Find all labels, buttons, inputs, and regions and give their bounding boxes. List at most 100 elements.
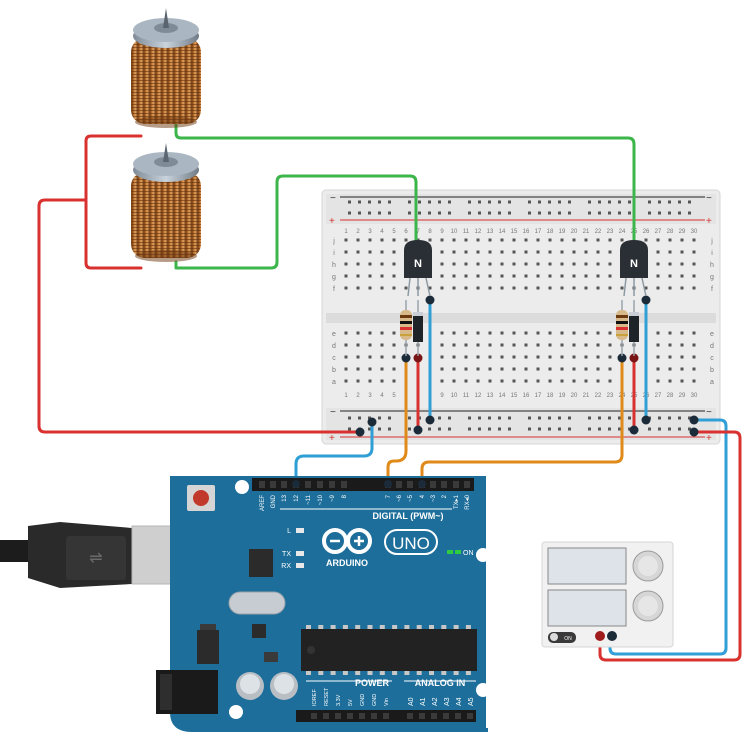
regulator <box>197 630 219 664</box>
digital-pin-label: ~10 <box>318 494 324 505</box>
power-pin-label: IOREF <box>312 689 318 706</box>
coil-top[interactable] <box>131 8 201 128</box>
digital-pin-label: 7 <box>386 494 392 498</box>
analog-label: ANALOG IN <box>415 678 466 688</box>
row-letter: j <box>332 238 335 245</box>
wire-endpoints <box>355 295 699 437</box>
col-number-bottom: 9 <box>440 393 444 399</box>
row-letter: c <box>332 355 336 362</box>
col-number-bottom: 2 <box>356 393 360 399</box>
row-letter: d <box>710 343 714 350</box>
digital-pin-label: ~9 <box>330 494 336 502</box>
col-number-top: 22 <box>595 229 602 235</box>
row-letter: h <box>710 262 714 269</box>
col-number-bottom: 17 <box>535 393 542 399</box>
psu-switch-label: ON <box>564 636 572 642</box>
bottom-power-rail <box>326 408 716 440</box>
col-number-bottom: 3 <box>368 393 372 399</box>
resistor-right[interactable] <box>616 300 628 356</box>
wire-green-coil2[interactable] <box>174 174 418 270</box>
top-rail-plus-label-left: + <box>329 216 335 227</box>
analog-pin-label: A4 <box>456 697 463 706</box>
transistor-right[interactable]: N <box>620 240 648 297</box>
col-number-bottom: 12 <box>475 393 482 399</box>
col-number-top: 16 <box>523 229 530 235</box>
row-letter: f <box>333 286 335 293</box>
col-number-bottom: 19 <box>559 393 566 399</box>
power-pin-label: 5V <box>348 699 354 706</box>
col-number-bottom: 27 <box>655 393 662 399</box>
col-number-top: 27 <box>655 229 662 235</box>
mounting-hole-3 <box>476 683 490 697</box>
psu-negative-terminal[interactable] <box>607 631 617 641</box>
row-letter: g <box>332 274 336 281</box>
psu-positive-terminal[interactable] <box>595 631 605 641</box>
power-pin-label: GND <box>360 694 366 706</box>
col-number-top: 20 <box>571 229 578 235</box>
col-number-top: 23 <box>607 229 614 235</box>
electrolytic-caps <box>236 672 298 700</box>
col-number-top: 28 <box>667 229 674 235</box>
digital-pin-label: GND <box>271 494 277 508</box>
small-chip <box>252 624 266 638</box>
wire-red-psu[interactable] <box>598 430 742 662</box>
wire-red-to-rail[interactable] <box>37 198 362 434</box>
col-number-top: 7 <box>416 229 420 235</box>
col-number-top: 13 <box>487 229 494 235</box>
mounting-hole-2 <box>476 548 490 562</box>
atmega-chip <box>301 629 477 671</box>
col-number-top: 17 <box>535 229 542 235</box>
digital-label: DIGITAL (PWM~) <box>373 511 444 521</box>
wires <box>37 118 742 662</box>
top-rail-minus-label-right: − <box>706 193 712 204</box>
col-number-top: 3 <box>368 229 372 235</box>
status-leds: L TX RX <box>281 528 304 570</box>
analog-pin-label: A1 <box>420 697 427 706</box>
resistor-left[interactable] <box>400 300 412 356</box>
diode-right[interactable] <box>629 300 639 356</box>
crystal-oscillator <box>228 591 286 615</box>
col-number-top: 15 <box>511 229 518 235</box>
uno-badge <box>384 529 438 555</box>
row-letter: d <box>332 343 336 350</box>
col-number-top: 24 <box>619 229 626 235</box>
coil-bottom[interactable] <box>131 143 201 262</box>
col-number-top: 11 <box>463 229 470 235</box>
wire-red-coil-common[interactable] <box>84 134 143 270</box>
psu-display-voltage <box>547 547 627 585</box>
wire-orange-pin4[interactable] <box>420 356 624 486</box>
power-pin-label: 3.3V <box>336 694 342 706</box>
col-number-top: 14 <box>499 229 506 235</box>
digital-pin-label: TX▸1 <box>454 494 460 509</box>
wire-orange-pin7[interactable] <box>386 356 408 486</box>
power-pin-label: GND <box>372 694 378 706</box>
col-number-bottom: 21 <box>583 393 590 399</box>
usb-icon: ⇌ <box>89 550 102 567</box>
row-letter: c <box>710 355 714 362</box>
breadboard-labels: 1122334455667788991010111112121313141415… <box>332 229 714 399</box>
wire-blue-gnd[interactable] <box>294 420 374 486</box>
col-number-bottom: 18 <box>547 393 554 399</box>
diode-left[interactable] <box>413 300 423 356</box>
row-letter: a <box>332 379 336 386</box>
digital-pin-label: ~6 <box>397 494 403 502</box>
power-supply[interactable]: ON <box>541 541 674 648</box>
transistor-left[interactable]: N <box>404 240 432 297</box>
digital-pin-label: RX◂0 <box>465 494 471 509</box>
col-number-top: 5 <box>392 229 396 235</box>
col-number-top: 29 <box>679 229 686 235</box>
row-letter: b <box>332 367 336 374</box>
digital-pin-label: ~5 <box>408 494 414 502</box>
breadboard: − − + + − − + + 112233445566778899101011… <box>321 189 721 445</box>
col-number-bottom: 14 <box>499 393 506 399</box>
col-number-top: 2 <box>356 229 360 235</box>
mounting-hole-4 <box>229 705 243 719</box>
col-number-bottom: 10 <box>451 393 458 399</box>
wire-green-coil1[interactable] <box>174 118 636 252</box>
power-pin-label: Vin <box>384 698 390 706</box>
col-number-top: 21 <box>583 229 590 235</box>
wire-blue-psu[interactable] <box>608 418 728 656</box>
